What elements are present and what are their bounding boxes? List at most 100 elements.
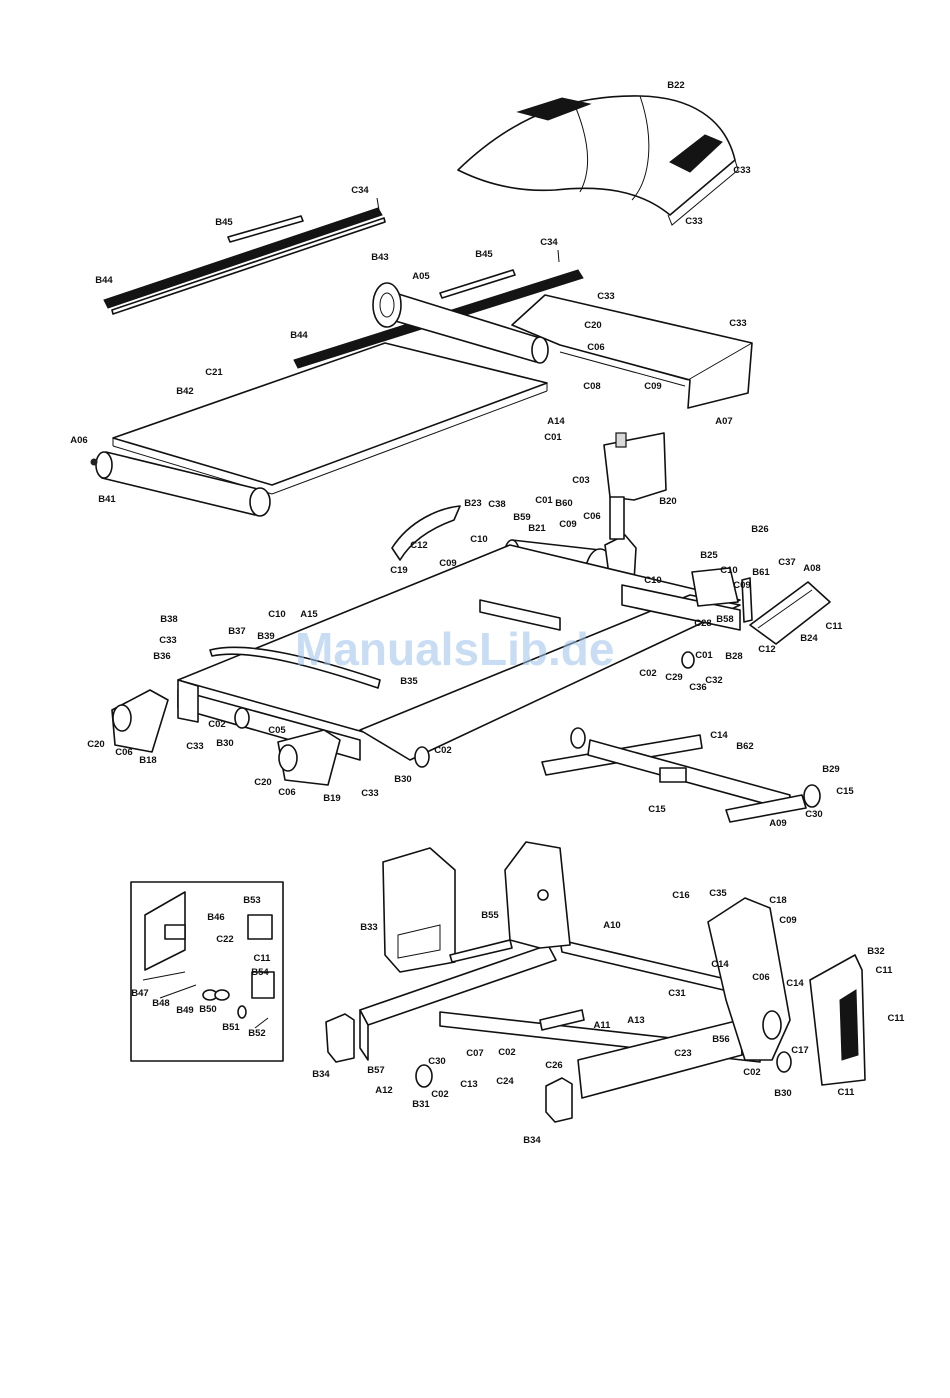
part-label-b49: B49 <box>176 1005 193 1016</box>
part-label-c03: C03 <box>572 475 589 486</box>
part-label-c33: C33 <box>361 788 378 799</box>
part-label-c11: C11 <box>838 1087 856 1098</box>
part-label-c07: C07 <box>466 1048 483 1059</box>
part-label-b44: B44 <box>290 330 308 341</box>
incline-frame <box>541 727 821 823</box>
part-label-c35: C35 <box>709 888 727 899</box>
part-label-c09: C09 <box>733 580 750 591</box>
rear-roller <box>90 451 271 517</box>
cushion-bar <box>209 646 381 689</box>
part-label-c01: C01 <box>695 650 713 661</box>
base-frame <box>359 939 761 1099</box>
incline-motor <box>603 432 667 540</box>
part-label-c18: C18 <box>769 895 786 906</box>
part-label-c14: C14 <box>710 730 728 741</box>
part-label-c06: C06 <box>583 511 600 522</box>
part-label-b41: B41 <box>98 494 116 505</box>
rear-end-cap-left <box>111 689 169 753</box>
feet-b34 <box>325 1013 573 1123</box>
part-label-a08: A08 <box>803 563 820 574</box>
part-label-b53: B53 <box>243 895 260 906</box>
part-label-b21: B21 <box>528 523 546 534</box>
part-label-b55: B55 <box>481 910 499 921</box>
motor-bracket <box>479 599 561 631</box>
part-label-b51: B51 <box>222 1022 240 1033</box>
side-rail-left <box>103 197 386 315</box>
part-label-c14: C14 <box>786 978 804 989</box>
part-label-a14: A14 <box>547 416 565 427</box>
part-label-c31: C31 <box>668 988 686 999</box>
part-label-c02: C02 <box>434 745 451 756</box>
part-label-c09: C09 <box>439 558 456 569</box>
part-label-c26: C26 <box>545 1060 562 1071</box>
shaft-b55 <box>449 939 513 963</box>
part-label-c12: C12 <box>758 644 775 655</box>
part-label-c22: C22 <box>216 934 233 945</box>
part-label-b56: B56 <box>712 1034 729 1045</box>
part-label-b42: B42 <box>176 386 193 397</box>
part-label-c33: C33 <box>685 216 702 227</box>
part-label-c33: C33 <box>729 318 746 329</box>
part-label-b30: B30 <box>394 774 411 785</box>
part-label-c01: C01 <box>535 495 553 506</box>
side-cover-right <box>809 954 866 1086</box>
part-label-c10: C10 <box>268 609 285 620</box>
part-label-b25: B25 <box>700 550 718 561</box>
part-label-c17: C17 <box>791 1045 808 1056</box>
part-label-b62: B62 <box>736 741 753 752</box>
part-label-b30: B30 <box>216 738 233 749</box>
part-label-a13: A13 <box>627 1015 644 1026</box>
part-label-b22: B22 <box>667 80 684 91</box>
part-label-c20: C20 <box>87 739 104 750</box>
part-label-b26: B26 <box>751 524 768 535</box>
part-label-b28: B28 <box>725 651 742 662</box>
part-label-c06: C06 <box>752 972 769 983</box>
rear-end-cap-right <box>277 729 341 786</box>
part-label-b35: B35 <box>400 676 418 687</box>
part-label-c11: C11 <box>826 621 844 632</box>
part-label-c14: C14 <box>711 959 729 970</box>
part-label-b48: B48 <box>152 998 169 1009</box>
part-label-b58: B58 <box>716 614 733 625</box>
part-label-c15: C15 <box>648 804 666 815</box>
part-label-a11: A11 <box>594 1020 612 1031</box>
part-label-a10: A10 <box>603 920 620 931</box>
running-deck <box>112 342 548 495</box>
part-label-c38: C38 <box>488 499 505 510</box>
part-label-c01: C01 <box>544 432 562 443</box>
part-label-a12: A12 <box>375 1085 392 1096</box>
part-label-c34: C34 <box>351 185 369 196</box>
bracket-a11 <box>539 1009 585 1031</box>
part-label-c37: C37 <box>778 557 795 568</box>
watermark: ManualsLib.de <box>295 623 614 675</box>
part-label-b30: B30 <box>774 1088 791 1099</box>
part-label-b38: B38 <box>160 614 177 625</box>
side-guard-left <box>391 505 461 561</box>
controller-box <box>691 567 739 607</box>
part-label-c10: C10 <box>470 534 487 545</box>
part-label-a15: A15 <box>300 609 318 620</box>
part-label-b44: B44 <box>95 275 113 286</box>
part-label-c09: C09 <box>779 915 796 926</box>
motor-cover-base <box>511 294 753 409</box>
part-label-c21: C21 <box>205 367 223 378</box>
part-label-c16: C16 <box>672 890 689 901</box>
part-label-c33: C33 <box>186 741 203 752</box>
part-label-b50: B50 <box>199 1004 216 1015</box>
part-label-b23: B23 <box>464 498 481 509</box>
side-cover-left <box>382 847 456 973</box>
part-labels: B22C33C33C34B45B44C34B43A05B45C33C33C20C… <box>70 80 905 1146</box>
part-label-c33: C33 <box>733 165 750 176</box>
part-label-b34: B34 <box>312 1069 330 1080</box>
part-label-b52: B52 <box>248 1028 265 1039</box>
part-label-c02: C02 <box>431 1089 448 1100</box>
main-frame <box>177 544 741 761</box>
part-label-b24: B24 <box>800 633 818 644</box>
part-label-c20: C20 <box>254 777 271 788</box>
part-label-b31: B31 <box>412 1099 430 1110</box>
part-label-c12: C12 <box>410 540 427 551</box>
part-label-b32: B32 <box>867 946 884 957</box>
part-label-b33: B33 <box>360 922 377 933</box>
part-label-b36: B36 <box>153 651 170 662</box>
